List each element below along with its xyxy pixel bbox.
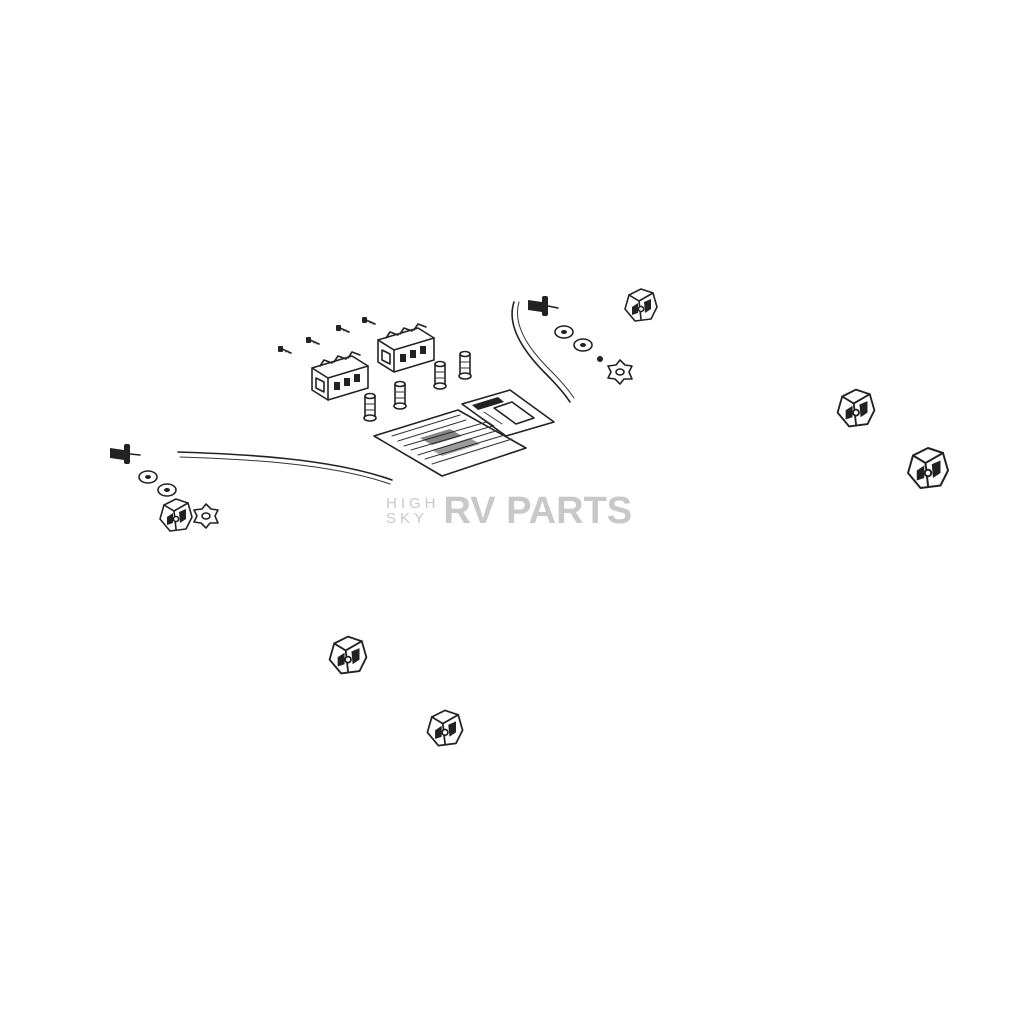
star-knob-right xyxy=(607,359,633,385)
watermark-line1: HIGH xyxy=(386,495,440,512)
clip-nut-right-1 xyxy=(836,388,876,428)
instruction-sheet xyxy=(373,409,527,477)
watermark-brand: RV PARTS xyxy=(443,490,633,532)
washer-right-1 xyxy=(554,325,574,339)
washer-left-1 xyxy=(138,470,158,484)
clip-nut-left xyxy=(159,498,193,532)
washer-right-2 xyxy=(573,338,593,352)
screw-set xyxy=(277,316,376,354)
watermark-logo: HIGH SKY RV PARTS xyxy=(386,492,632,530)
watermark-line2: SKY xyxy=(386,510,429,527)
wire-lead-curved xyxy=(511,301,575,403)
clip-nut-bottom-2 xyxy=(426,709,464,747)
clip-nut-right-2 xyxy=(907,447,949,489)
connector-block-left xyxy=(311,351,369,401)
small-nut-right xyxy=(597,356,603,362)
clip-nut-bottom-1 xyxy=(328,635,368,675)
wiring-diagram-card xyxy=(461,389,555,437)
washer-left-2 xyxy=(157,483,177,497)
clip-nut-top xyxy=(624,288,658,322)
watermark-small-text: HIGH SKY xyxy=(386,496,440,526)
connector-block-right xyxy=(377,323,435,373)
star-knob-left xyxy=(193,503,219,529)
thumb-screw-right xyxy=(528,296,559,316)
wire-lead-long xyxy=(177,451,393,485)
thumb-screw-left xyxy=(110,444,141,464)
